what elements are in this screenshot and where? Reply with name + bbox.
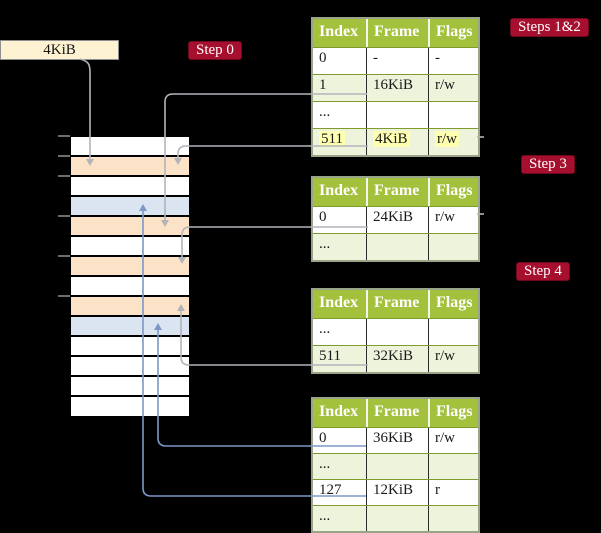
stack-tick	[58, 155, 70, 157]
memory-frame-row-2	[71, 177, 189, 197]
header-flags: Flags	[428, 178, 478, 206]
table-row: ...	[313, 318, 478, 345]
memory-frame-row-0	[71, 137, 189, 157]
cell-flags: -	[428, 48, 478, 74]
memory-frame-row-12	[71, 377, 189, 397]
table-row: ...	[313, 505, 478, 531]
header-index: Index	[313, 290, 366, 318]
cell-flags	[428, 319, 478, 345]
header-index: Index	[313, 178, 366, 206]
highlight: r/w	[435, 131, 459, 147]
cell-index: 0	[319, 209, 327, 225]
cell-flags: r/w	[428, 129, 478, 155]
table-header-row: Index Frame Flags	[313, 178, 478, 206]
page-table-level3: Index Frame Flags ... 511 32KiB r/w	[311, 288, 480, 374]
cell-index: ...	[319, 456, 331, 472]
table-row-highlighted: 511 4KiB r/w	[313, 128, 478, 155]
memory-frame-row-9	[71, 317, 189, 337]
cell-frame	[366, 454, 428, 479]
header-flags: Flags	[428, 19, 478, 47]
memory-stack	[70, 136, 190, 418]
table-row: ...	[313, 101, 478, 128]
table-row: ...	[313, 233, 478, 260]
table-row: 0 24KiB r/w	[313, 206, 478, 233]
memory-frame-row-13	[71, 397, 189, 417]
table-row: 0 - -	[313, 47, 478, 74]
cell-index: 0	[319, 50, 327, 66]
memory-frame-row-5	[71, 237, 189, 257]
cell-index: 127	[319, 482, 342, 498]
memory-frame-row-11	[71, 357, 189, 377]
cell-index: 511	[319, 348, 341, 364]
cell-flags	[428, 102, 478, 128]
header-index: Index	[313, 19, 366, 47]
memory-frame-row-7	[71, 277, 189, 297]
stack-tick	[58, 255, 70, 257]
frame-size-label: 4KiB	[0, 40, 119, 60]
header-flags: Flags	[428, 290, 478, 318]
highlight: 4KiB	[373, 131, 410, 147]
table-row: 0 36KiB r/w	[313, 427, 478, 453]
page-table-level1: Index Frame Flags 0 - - 1 16KiB r/w ... …	[311, 17, 480, 157]
cell-flags: r/w	[428, 428, 478, 453]
table-header-row: Index Frame Flags	[313, 399, 478, 427]
table-row: 1 16KiB r/w	[313, 74, 478, 101]
stack-tick	[58, 175, 70, 177]
cell-frame	[366, 319, 428, 345]
cell-frame	[366, 234, 428, 260]
page-table-level2: Index Frame Flags 0 24KiB r/w ...	[311, 176, 480, 262]
cell-flags	[428, 234, 478, 260]
cell-index: 1	[319, 77, 327, 93]
stack-tick	[58, 295, 70, 297]
cell-index: ...	[319, 508, 331, 524]
cell-flags	[428, 454, 478, 479]
steps-1-2-badge: Steps 1&2	[510, 18, 589, 37]
cell-index: ...	[319, 104, 331, 120]
cell-frame	[366, 102, 428, 128]
table-header-row: Index Frame Flags	[313, 19, 478, 47]
cell-index: ...	[319, 321, 331, 337]
memory-frame-row-6	[71, 257, 189, 277]
cell-index: ...	[319, 236, 331, 252]
memory-frame-row-1	[71, 157, 189, 177]
table-row: ...	[313, 453, 478, 479]
cell-flags: r/w	[428, 346, 478, 372]
step3-badge: Step 3	[521, 155, 575, 174]
cell-index: 0	[319, 430, 327, 446]
stack-tick	[58, 215, 70, 217]
cell-flags: r	[428, 480, 478, 505]
memory-frame-row-8	[71, 297, 189, 317]
cell-frame: 4KiB	[366, 129, 428, 155]
stack-tick	[58, 135, 70, 137]
highlight: 511	[319, 131, 345, 147]
step0-badge: Step 0	[188, 41, 242, 60]
header-frame: Frame	[366, 19, 428, 47]
cell-flags: r/w	[428, 207, 478, 233]
cell-index: 511	[313, 129, 366, 155]
cell-frame: 36KiB	[366, 428, 428, 453]
header-frame: Frame	[366, 399, 428, 427]
header-frame: Frame	[366, 178, 428, 206]
cell-flags	[428, 506, 478, 531]
header-flags: Flags	[428, 399, 478, 427]
cell-frame: -	[366, 48, 428, 74]
memory-frame-row-4	[71, 217, 189, 237]
cell-frame: 16KiB	[366, 75, 428, 101]
table-row: 511 32KiB r/w	[313, 345, 478, 372]
page-table-level4: Index Frame Flags 0 36KiB r/w ... 127 12…	[311, 397, 480, 533]
cell-frame: 24KiB	[366, 207, 428, 233]
cell-frame	[366, 506, 428, 531]
table-row: 127 12KiB r	[313, 479, 478, 505]
step4-badge: Step 4	[516, 262, 570, 281]
cell-flags: r/w	[428, 75, 478, 101]
memory-frame-row-3	[71, 197, 189, 217]
header-index: Index	[313, 399, 366, 427]
memory-frame-row-10	[71, 337, 189, 357]
cell-frame: 32KiB	[366, 346, 428, 372]
table-header-row: Index Frame Flags	[313, 290, 478, 318]
cell-frame: 12KiB	[366, 480, 428, 505]
header-frame: Frame	[366, 290, 428, 318]
